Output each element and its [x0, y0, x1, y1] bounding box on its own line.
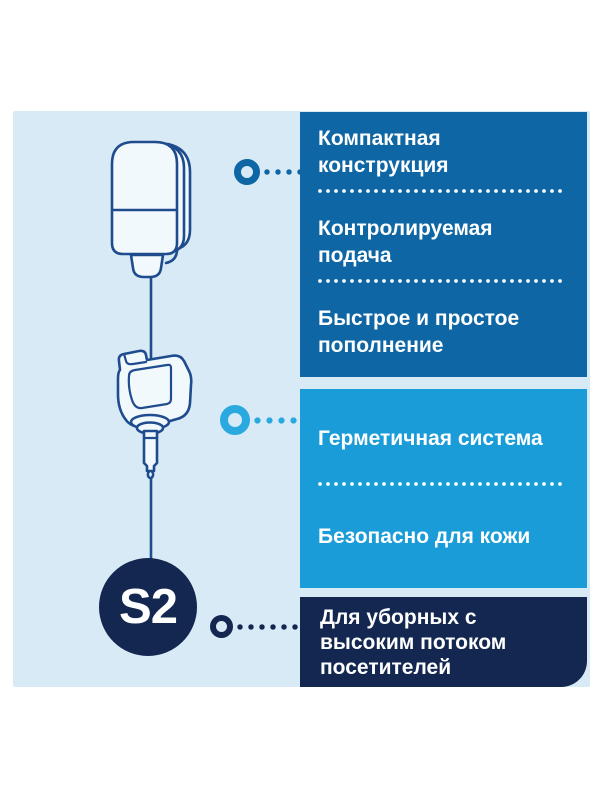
- callout-connector-bottom: [210, 615, 300, 638]
- feature-label: Для уборных с высоким потоком посетителе…: [320, 606, 507, 679]
- ring-bullet-icon: [210, 615, 233, 638]
- dotted-line: [254, 416, 300, 424]
- dotted-separator: [318, 482, 565, 486]
- callout-connector-top: [234, 159, 300, 185]
- feature-panel-bottom: Для уборных с высоким потоком посетителе…: [300, 597, 587, 687]
- dotted-line: [264, 169, 300, 175]
- dotted-separator: [318, 189, 565, 193]
- dotted-line: [237, 623, 300, 630]
- feature-label: Компактная конструкция: [318, 127, 449, 177]
- system-size-badge: S2: [99, 558, 197, 656]
- system-size-label: S2: [119, 580, 178, 634]
- feature-label: Контролируемая подача: [318, 217, 493, 267]
- ring-bullet-icon: [234, 159, 260, 185]
- feature-label: Герметичная система: [318, 427, 543, 450]
- ring-bullet-icon: [220, 405, 250, 435]
- feature-label: Безопасно для кожи: [318, 525, 531, 548]
- feature-label: Быстрое и простое пополнение: [318, 307, 520, 357]
- callout-connector-middle: [220, 405, 300, 435]
- dotted-separator: [318, 279, 565, 283]
